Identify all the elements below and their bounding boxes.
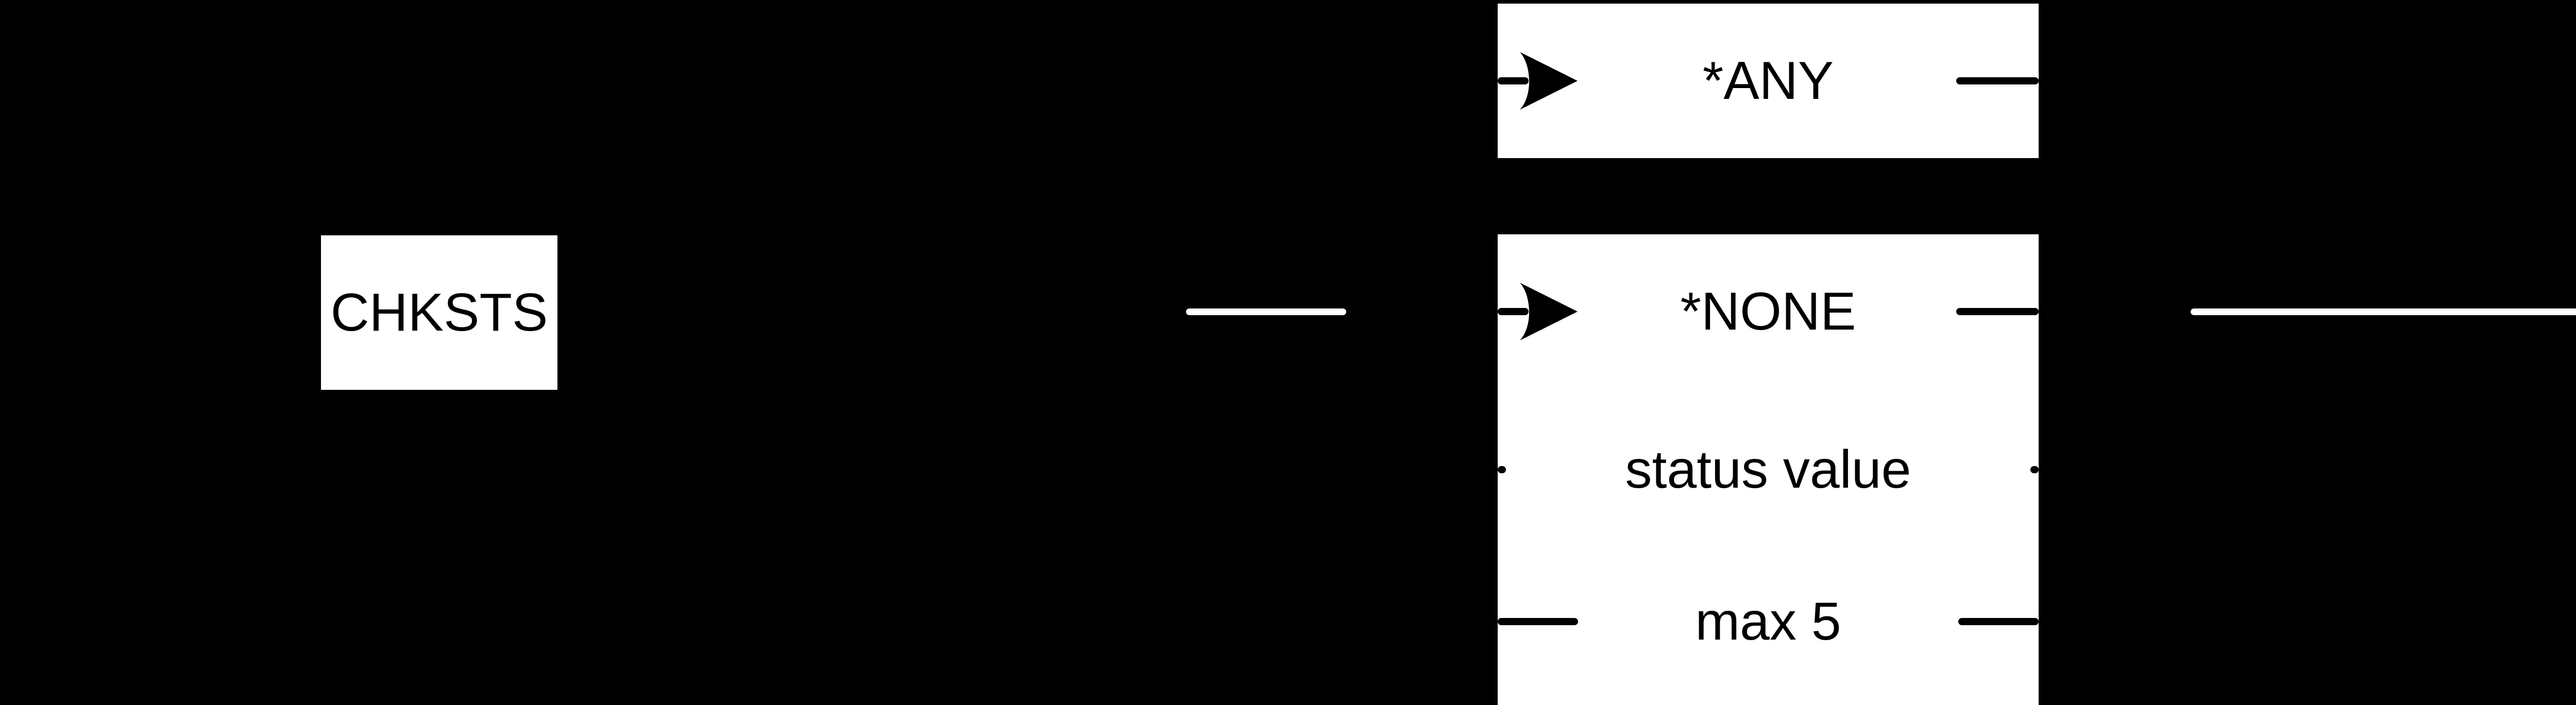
command-box-chksts[interactable]: CHKSTS: [321, 235, 557, 390]
entry-stub-line: [1498, 308, 1529, 315]
connector-command-to-options: [1186, 308, 1346, 315]
connector-options-to-end: [2191, 308, 2576, 315]
option-box-any[interactable]: *ANY: [1498, 4, 2039, 158]
exit-stub-line: [1956, 308, 2039, 315]
option-label-max: max 5: [1695, 592, 1841, 651]
entry-stub-line: [1498, 77, 1529, 84]
row-tick-left: [1498, 466, 1506, 473]
option-label-status-value: status value: [1625, 440, 1911, 500]
arrow-right-icon: [1520, 52, 1578, 110]
command-label: CHKSTS: [330, 283, 548, 342]
repeat-stub-right: [1958, 618, 2039, 625]
option-label-any: *ANY: [1702, 51, 1834, 111]
option-box-group[interactable]: *NONE status value max 5: [1498, 234, 2039, 705]
arrow-right-icon: [1520, 283, 1578, 340]
option-label-none: *NONE: [1680, 282, 1856, 341]
repeat-stub-left: [1498, 618, 1578, 625]
exit-stub-line: [1956, 77, 2039, 84]
row-tick-right: [2030, 466, 2039, 473]
